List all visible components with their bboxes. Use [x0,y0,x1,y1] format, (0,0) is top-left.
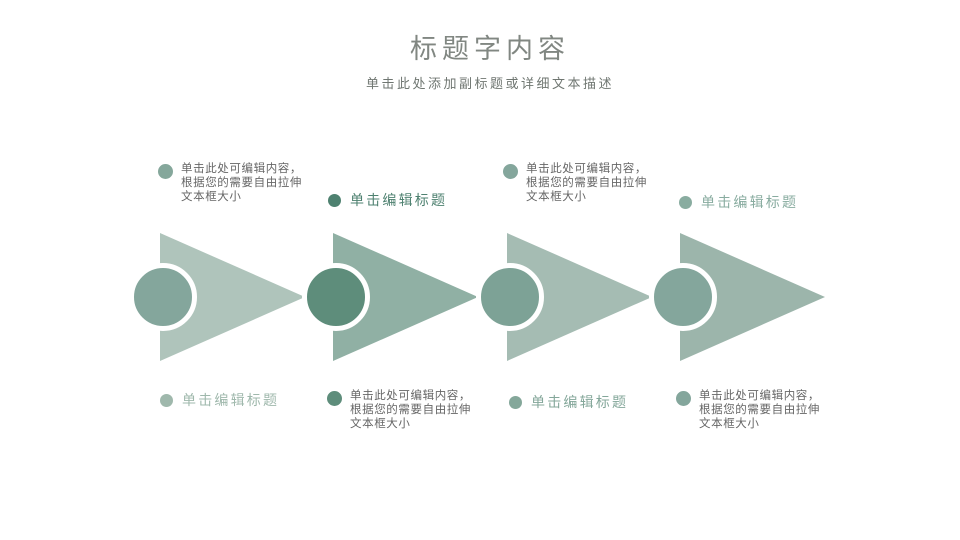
step-1-caption-text: 单击编辑标题 [182,392,280,408]
bullet-dot-icon [509,395,522,409]
process-arrow-3 [476,233,652,361]
arrow-triangle [160,233,305,361]
step-4-caption: 单击编辑标题 [679,192,798,212]
step-1-description-text: 单击此处可编辑内容， 根据您的需要自由拉伸 文本框大小 [181,163,302,203]
bullet-dot-icon [503,164,518,179]
step-3-description-text: 单击此处可编辑内容， 根据您的需要自由拉伸 文本框大小 [526,163,647,203]
process-arrow-4 [649,233,825,361]
step-circle [649,263,717,331]
arrow-triangle [507,233,652,361]
step-4-description-text: 单击此处可编辑内容， 根据您的需要自由拉伸 文本框大小 [699,390,820,430]
slide-subtitle: 单击此处添加副标题或详细文本描述 [365,76,614,91]
step-1-description: 单击此处可编辑内容， 根据您的需要自由拉伸 文本框大小 [158,162,302,204]
bullet-dot-icon [676,391,691,406]
step-2-description: 单击此处可编辑内容， 根据您的需要自由拉伸 文本框大小 [327,389,471,431]
step-circle [476,263,544,331]
bullet-dot-icon [327,391,342,406]
arrow-triangle [680,233,825,361]
step-3-description: 单击此处可编辑内容， 根据您的需要自由拉伸 文本框大小 [503,162,647,204]
bullet-dot-icon [328,193,341,207]
step-4-caption-text: 单击编辑标题 [701,194,799,210]
step-2-caption: 单击编辑标题 [328,190,447,210]
arrow-triangle [333,233,478,361]
step-3-caption-text: 单击编辑标题 [531,394,629,410]
bullet-dot-icon [160,393,173,407]
process-arrow-2 [302,233,478,361]
step-circle [129,263,197,331]
step-1-caption: 单击编辑标题 [160,390,279,410]
step-circle [302,263,370,331]
bullet-dot-icon [158,164,173,179]
step-2-caption-text: 单击编辑标题 [350,192,448,208]
step-4-description: 单击此处可编辑内容， 根据您的需要自由拉伸 文本框大小 [676,389,820,431]
bullet-dot-icon [679,195,692,209]
slide-title: 标题字内容 [410,34,570,64]
step-3-caption: 单击编辑标题 [509,392,628,412]
process-arrow-1 [129,233,305,361]
step-2-description-text: 单击此处可编辑内容， 根据您的需要自由拉伸 文本框大小 [350,390,471,430]
